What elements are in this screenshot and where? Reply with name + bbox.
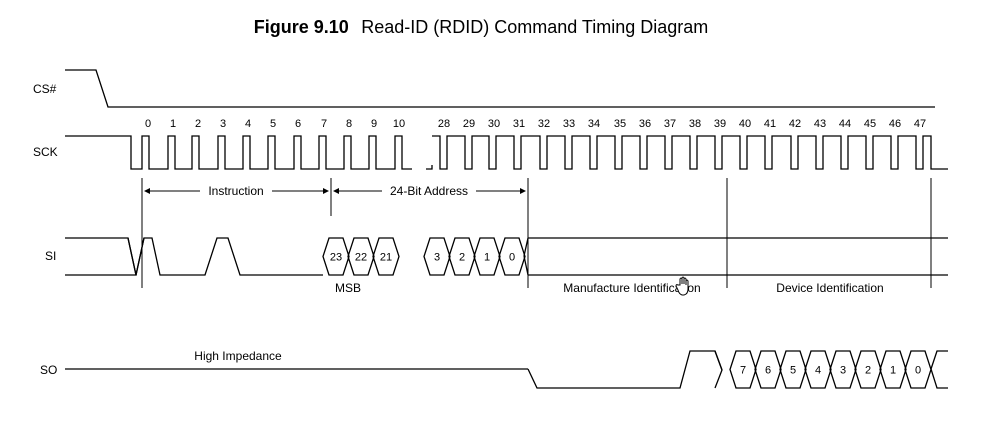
clock-tick-32: 32 [538, 118, 550, 130]
si-bit-23-label: 23 [330, 252, 342, 264]
so-bit-5-cell [779, 350, 807, 389]
clock-tick-6: 6 [295, 118, 301, 130]
so-bit-7-label: 7 [740, 365, 746, 377]
clock-tick-0: 0 [145, 118, 151, 130]
clock-tick-43: 43 [814, 118, 826, 130]
si-bit-1-label: 1 [484, 252, 490, 264]
clock-tick-39: 39 [714, 118, 726, 130]
so-bit-3-cell [829, 350, 857, 389]
clock-tick-2: 2 [195, 118, 201, 130]
address-span: 24-Bit Address [333, 184, 526, 198]
so-bit-2-label: 2 [865, 365, 871, 377]
si-bit-23-cell [322, 237, 350, 276]
clock-tick-33: 33 [563, 118, 575, 130]
clock-tick-31: 31 [513, 118, 525, 130]
so-bit-1-label: 1 [890, 365, 896, 377]
clock-tick-9: 9 [371, 118, 377, 130]
clock-tick-44: 44 [839, 118, 851, 130]
so-bit-4-label: 4 [815, 365, 821, 377]
so-bit-6-cell [754, 350, 782, 389]
clock-tick-4: 4 [245, 118, 251, 130]
clock-tick-35: 35 [614, 118, 626, 130]
clock-tick-45: 45 [864, 118, 876, 130]
so-signal-label: SO [40, 363, 57, 377]
figure-caption: Read-ID (RDID) Command Timing Diagram [361, 17, 708, 37]
clock-tick-30: 30 [488, 118, 500, 130]
sck-signal-label: SCK [33, 145, 58, 159]
figure-title: Figure 9.10 Read-ID (RDID) Command Timin… [254, 17, 709, 37]
si-bit-1-cell [473, 237, 501, 276]
si-signal-label: SI [45, 249, 56, 263]
sck-waveform [65, 135, 948, 170]
device-id-label: Device Identification [776, 281, 883, 295]
si-bit-2-label: 2 [459, 252, 465, 264]
so-bit-2-cell [854, 350, 882, 389]
si-bit-0-cell [498, 237, 526, 276]
hand-cursor-icon [675, 276, 689, 296]
instruction-label: Instruction [208, 184, 263, 198]
si-waveform [65, 237, 948, 276]
si-bit-3-label: 3 [434, 252, 440, 264]
clock-tick-7: 7 [321, 118, 327, 130]
si-bit-3-cell [423, 237, 451, 276]
clock-tick-37: 37 [664, 118, 676, 130]
address-label: 24-Bit Address [390, 184, 468, 198]
clock-tick-34: 34 [588, 118, 600, 130]
clock-tick-40: 40 [739, 118, 751, 130]
so-bit-3-label: 3 [840, 365, 846, 377]
so-bit-7-cell [729, 350, 757, 389]
clock-tick-1: 1 [170, 118, 176, 130]
si-bit-2-cell [448, 237, 476, 276]
clock-tick-46: 46 [889, 118, 901, 130]
clock-tick-5: 5 [270, 118, 276, 130]
clock-tick-10: 10 [393, 118, 405, 130]
si-bit-22-cell [347, 237, 375, 276]
si-bit-22-label: 22 [355, 252, 367, 264]
clock-tick-47: 47 [914, 118, 926, 130]
cs-signal-label: CS# [33, 82, 57, 96]
si-bit-21-cell [372, 237, 400, 276]
si-bit-0-label: 0 [509, 252, 515, 264]
cs-waveform [65, 69, 935, 108]
so-data-bits: 7 6 5 4 3 2 1 0 [729, 350, 948, 389]
so-waveform [65, 350, 723, 389]
si-bit-21-label: 21 [380, 252, 392, 264]
so-bit-0-label: 0 [915, 365, 921, 377]
high-impedance-label: High Impedance [194, 349, 282, 363]
instruction-span: Instruction [144, 184, 329, 198]
msb-label: MSB [335, 281, 361, 295]
figure-number: Figure 9.10 [254, 17, 349, 37]
clock-tick-42: 42 [789, 118, 801, 130]
clock-tick-41: 41 [764, 118, 776, 130]
clock-tick-38: 38 [689, 118, 701, 130]
clock-tick-8: 8 [346, 118, 352, 130]
so-bit-1-cell [879, 350, 907, 389]
clock-tick-3: 3 [220, 118, 226, 130]
manufacture-id-label: Manufacture Identification [563, 281, 700, 295]
so-bit-4-cell [804, 350, 832, 389]
so-bit-6-label: 6 [765, 365, 771, 377]
clock-tick-29: 29 [463, 118, 475, 130]
so-bit-5-label: 5 [790, 365, 796, 377]
clock-tick-36: 36 [639, 118, 651, 130]
clock-tick-28: 28 [438, 118, 450, 130]
